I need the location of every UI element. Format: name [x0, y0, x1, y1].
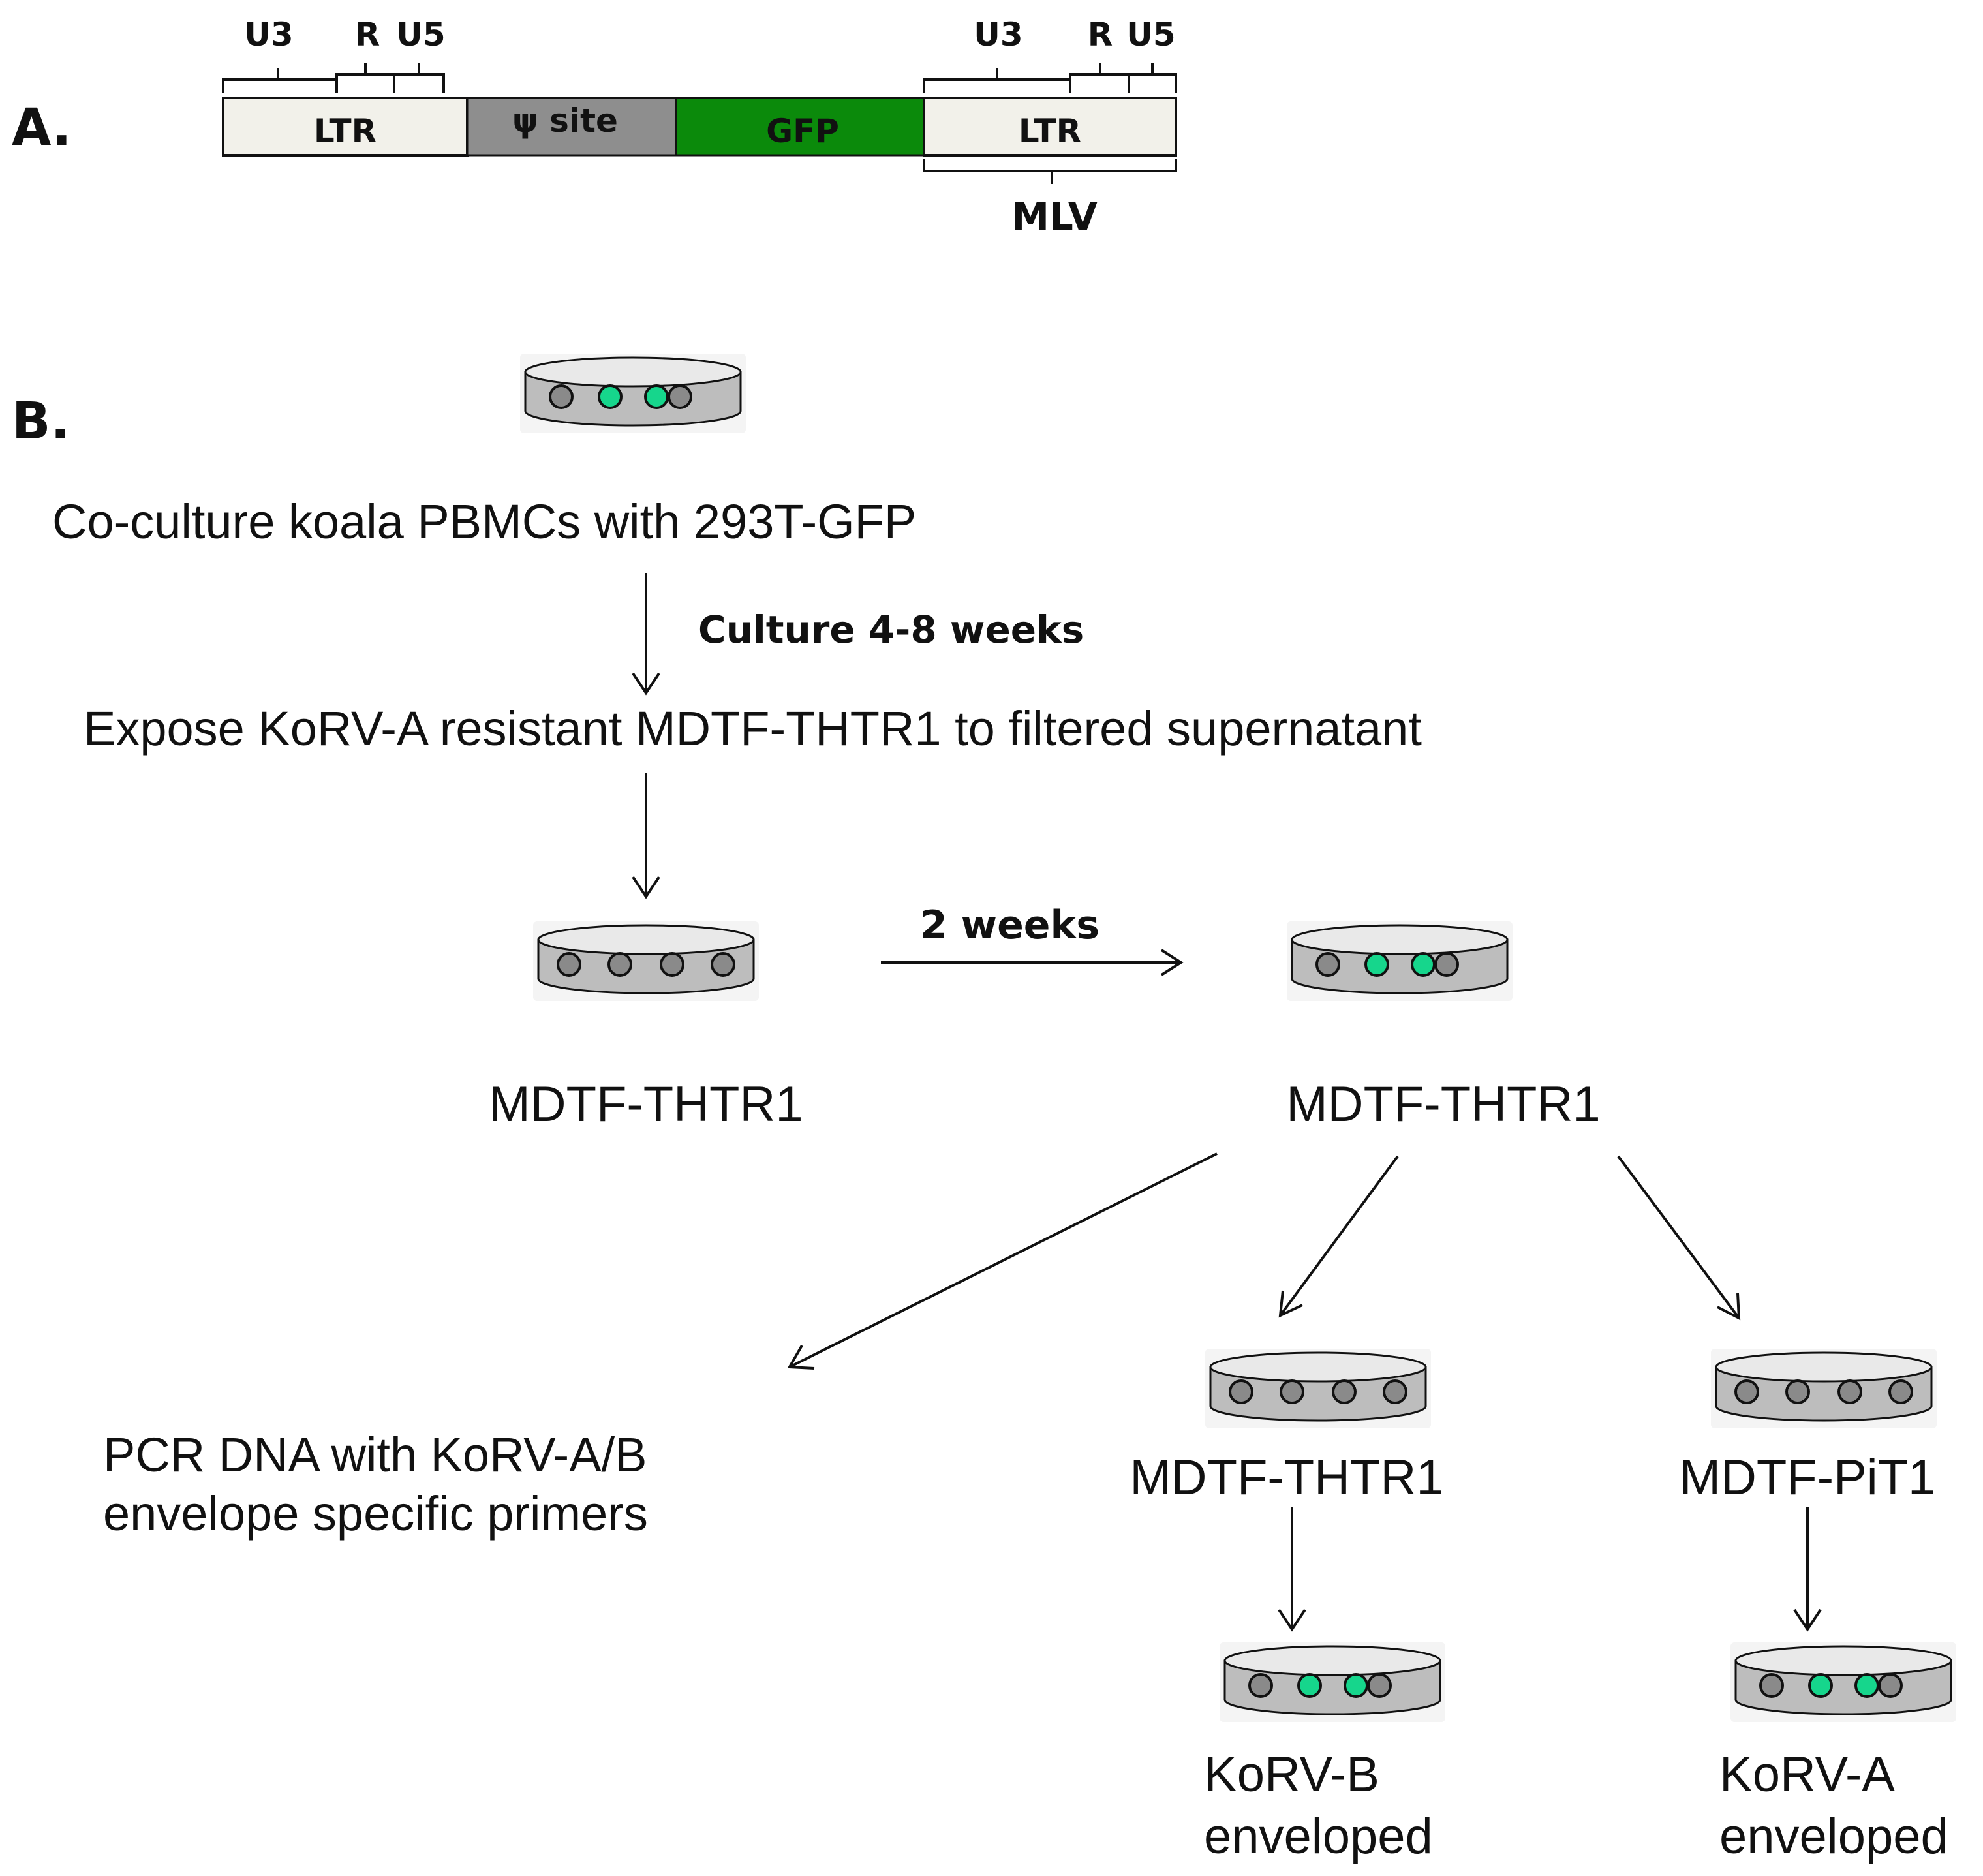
gfp-negative-cell	[1383, 1379, 1407, 1404]
arrow-to-pit1	[1617, 1155, 1741, 1321]
arrow-two-weeks	[881, 949, 1184, 976]
petri-dish-mdtf-thtr1-initial	[533, 921, 759, 1001]
mdtf-pit1-target-label: MDTF-PiT1	[1680, 1450, 1936, 1505]
gfp-box	[675, 97, 925, 157]
gfp-negative-cell	[1280, 1379, 1304, 1404]
gfp-positive-cell	[1344, 1673, 1368, 1698]
gfp-positive-cell	[1297, 1673, 1322, 1698]
flow-arrows	[632, 573, 1822, 1632]
left-ltr-label: LTR	[314, 112, 377, 150]
panel-b-label: B.	[12, 392, 70, 451]
left-r-label: R	[355, 16, 380, 54]
gfp-positive-cell	[1808, 1673, 1833, 1698]
gfp-negative-cell	[1759, 1673, 1784, 1698]
pcr-text-line1: PCR DNA with KoRV-A/B	[103, 1428, 647, 1482]
gfp-negative-cell	[1367, 1673, 1392, 1698]
psi-site-box	[466, 97, 677, 157]
gfp-negative-cell	[1315, 952, 1340, 977]
korv-b-line1: KoRV-B	[1204, 1747, 1379, 1802]
arrow-korv-a	[1793, 1507, 1822, 1632]
panel-b: B. Co-culture koala PBMCs with 293T-GFP …	[12, 354, 1956, 1864]
mlv-bracket	[923, 159, 1177, 184]
petri-dish-thtr1-target	[1205, 1349, 1431, 1428]
petri-dish-pit1-target	[1711, 1349, 1937, 1428]
mdtf-thtr1-2weeks-label: MDTF-THTR1	[1286, 1077, 1600, 1132]
dish-lid	[1734, 1645, 1952, 1676]
gfp-negative-cell	[1734, 1379, 1759, 1404]
gfp-negative-cell	[1434, 952, 1459, 977]
mdtf-thtr1-initial-label: MDTF-THTR1	[489, 1077, 803, 1132]
right-ltr-label: LTR	[1019, 112, 1081, 150]
arrow-expose	[632, 773, 660, 899]
right-u5-label: U5	[1126, 16, 1175, 54]
korv-a-line1: KoRV-A	[1719, 1747, 1895, 1802]
gfp-negative-cell	[1785, 1379, 1810, 1404]
arrow-to-pcr	[787, 1152, 1218, 1370]
gfp-negative-cell	[557, 952, 581, 977]
mlv-label: MLV	[1011, 194, 1098, 239]
gfp-label: GFP	[766, 112, 839, 150]
left-u5-label: U5	[396, 16, 445, 54]
mdtf-thtr1-target-label: MDTF-THTR1	[1130, 1450, 1443, 1505]
gfp-negative-cell	[1878, 1673, 1903, 1698]
petri-dish-mdtf-thtr1-2weeks	[1287, 921, 1513, 1001]
petri-dish-korv-a-result	[1730, 1642, 1956, 1722]
dish-lid	[537, 924, 755, 955]
right-u3-label: U3	[974, 16, 1022, 54]
gfp-negative-cell	[1888, 1379, 1913, 1404]
dish-lid	[524, 356, 742, 388]
panel-a-label: A.	[12, 99, 71, 157]
arrow-to-thtr1	[1278, 1155, 1399, 1318]
left-u3-label: U3	[244, 16, 293, 54]
gfp-negative-cell	[1332, 1379, 1357, 1404]
right-ltr-brackets	[923, 63, 1177, 93]
dish-lid	[1291, 924, 1509, 955]
gfp-positive-cell	[1854, 1673, 1879, 1698]
culture-time-label: Culture 4-8 weeks	[698, 607, 1084, 652]
gfp-positive-cell	[598, 384, 623, 409]
right-r-label: R	[1088, 16, 1113, 54]
korv-b-line2: enveloped	[1204, 1809, 1433, 1864]
dish-lid	[1223, 1645, 1441, 1676]
psi-site-label: ψ site	[512, 102, 618, 140]
arrow-korv-b	[1278, 1507, 1306, 1632]
dish-lid	[1209, 1351, 1427, 1383]
gfp-positive-cell	[1364, 952, 1389, 977]
gfp-positive-cell	[1411, 952, 1436, 977]
gfp-negative-cell	[607, 952, 632, 977]
gfp-negative-cell	[711, 952, 735, 977]
two-weeks-label: 2 weeks	[920, 902, 1099, 948]
korv-a-line2: enveloped	[1719, 1809, 1948, 1864]
left-ltr-box	[222, 97, 469, 157]
gfp-negative-cell	[668, 384, 692, 409]
gfp-negative-cell	[1229, 1379, 1253, 1404]
pcr-text-line2: envelope specific primers	[103, 1486, 648, 1541]
right-ltr-box	[923, 97, 1177, 157]
dish-lid	[1715, 1351, 1933, 1383]
expose-text: Expose KoRV-A resistant MDTF-THTR1 to fi…	[84, 701, 1422, 756]
petri-dish-korv-b-result	[1220, 1642, 1445, 1722]
gfp-negative-cell	[549, 384, 574, 409]
gfp-negative-cell	[1837, 1379, 1862, 1404]
gfp-negative-cell	[1248, 1673, 1273, 1698]
panel-a: A. LTR ψ site GFP LTR U3 R U5	[12, 16, 1177, 239]
petri-dish-coculture	[520, 354, 746, 433]
coculture-text: Co-culture koala PBMCs with 293T-GFP	[52, 495, 916, 549]
gfp-negative-cell	[660, 952, 684, 977]
left-ltr-brackets	[222, 63, 445, 93]
arrow-culture	[632, 573, 660, 696]
gfp-positive-cell	[644, 384, 669, 409]
